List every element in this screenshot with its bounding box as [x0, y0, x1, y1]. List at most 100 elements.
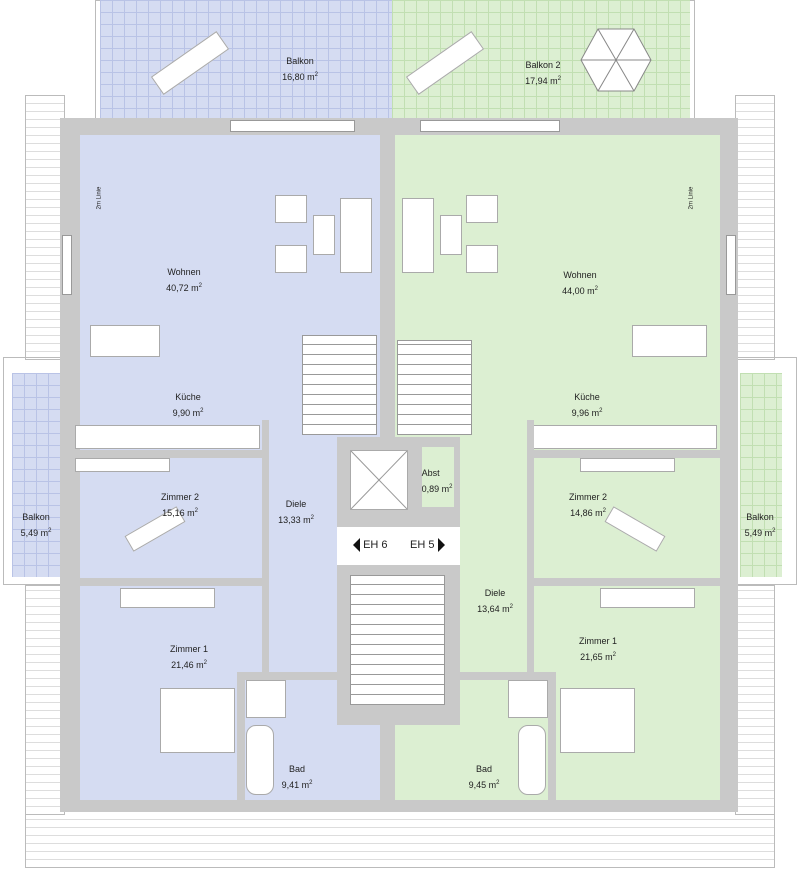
room-area: 17,94 m2 [525, 72, 561, 88]
room-area: 13,64 m2 [477, 600, 513, 616]
area-value: 40,72 m [166, 283, 199, 293]
room-area: 13,33 m2 [278, 511, 314, 527]
room-name: Diele [484, 588, 506, 598]
area-unit: 2 [496, 780, 500, 786]
room-name: Bad [475, 764, 493, 774]
bed [560, 688, 635, 753]
bathtub [518, 725, 546, 795]
area-unit: 2 [449, 484, 453, 490]
shower [246, 680, 286, 718]
room-name: Zimmer 2 [161, 492, 199, 502]
entrance-right[interactable]: EH 5 [410, 538, 445, 552]
arrow-left-icon [353, 538, 360, 552]
annotation-2m-line-left: 2m Linie [96, 186, 103, 210]
area-unit: 2 [594, 286, 598, 292]
roof-left-lower [25, 585, 65, 815]
window [62, 235, 72, 295]
room-area: 9,41 m2 [282, 776, 313, 792]
room-area: 40,72 m2 [166, 279, 202, 295]
label-wohnen-right: Wohnen 44,00 m2 [562, 268, 598, 298]
window [726, 235, 736, 295]
room-area: 0,89 m2 [422, 480, 453, 496]
armchair [275, 195, 307, 223]
wall [237, 672, 390, 680]
internal-stair-left [302, 335, 377, 435]
wall [527, 420, 534, 680]
room-name: Zimmer 1 [579, 636, 617, 646]
area-value: 5,49 m [744, 528, 773, 538]
area-unit: 2 [194, 508, 198, 514]
window [420, 120, 560, 132]
room-name: Diele [285, 499, 307, 509]
armchair [275, 245, 307, 273]
area-unit: 2 [599, 408, 603, 414]
wardrobe [580, 458, 675, 472]
area-unit: 2 [200, 408, 204, 414]
entrance-label: EH 6 [363, 538, 388, 551]
wall [530, 578, 720, 586]
roof-right-lower [735, 585, 775, 815]
sofa [340, 198, 372, 273]
label-bad-right: Bad 9,45 m2 [469, 762, 500, 792]
room-name: Wohnen [563, 270, 597, 280]
roof-left [25, 95, 65, 360]
room-name: Wohnen [167, 267, 201, 277]
coffee-table [440, 215, 462, 255]
kitchen-wall-left [75, 450, 265, 458]
area-value: 9,90 m [172, 408, 201, 418]
room-name: Bad [288, 764, 306, 774]
area-value: 17,94 m [525, 76, 558, 86]
wall [262, 420, 269, 680]
area-value: 15,16 m [162, 508, 195, 518]
label-balkon-right: Balkon 5,49 m2 [745, 510, 776, 540]
area-unit: 2 [48, 528, 52, 534]
room-area: 9,45 m2 [469, 776, 500, 792]
area-unit: 2 [314, 72, 318, 78]
room-name: Küche [175, 392, 201, 402]
parasol [580, 28, 652, 92]
wall [75, 578, 265, 586]
area-value: 21,65 m [580, 652, 613, 662]
area-value: 9,45 m [468, 780, 497, 790]
room-name: Balkon [22, 512, 50, 522]
area-unit: 2 [772, 528, 776, 534]
room-name: Küche [574, 392, 600, 402]
annotation-2m-line-right: 2m Linie [688, 186, 695, 210]
shower [508, 680, 548, 718]
party-wall [380, 135, 395, 335]
room-area: 5,49 m2 [745, 524, 776, 540]
room-area: 44,00 m2 [562, 282, 598, 298]
balcony-right [740, 373, 782, 577]
area-value: 5,49 m [20, 528, 49, 538]
room-area: 21,65 m2 [579, 648, 617, 664]
armchair [466, 195, 498, 223]
wall [400, 672, 550, 680]
area-value: 13,64 m [477, 604, 510, 614]
label-bad-left: Bad 9,41 m2 [282, 762, 313, 792]
entrance-left[interactable]: EH 6 [353, 538, 388, 552]
area-unit: 2 [557, 76, 561, 82]
wardrobe [75, 458, 170, 472]
room-area: 14,86 m2 [569, 504, 607, 520]
room-name: Balkon [746, 512, 774, 522]
wall [237, 672, 245, 802]
room-area: 9,96 m2 [572, 404, 603, 420]
abst-room [422, 447, 454, 507]
kitchen-counter-right [532, 425, 717, 449]
label-wohnen-left: Wohnen 40,72 m2 [166, 265, 202, 295]
area-unit: 2 [198, 283, 202, 289]
room-name: Zimmer 1 [170, 644, 208, 654]
area-unit: 2 [602, 508, 606, 514]
bed [160, 688, 235, 753]
label-zimmer1-right: Zimmer 1 21,65 m2 [579, 634, 617, 664]
armchair [466, 245, 498, 273]
balcony-top-right [392, 0, 690, 118]
label-kueche-left: Küche 9,90 m2 [173, 390, 204, 420]
wardrobe [600, 588, 695, 608]
roof-bottom [25, 810, 775, 868]
area-value: 13,33 m [278, 515, 311, 525]
room-area: 9,90 m2 [173, 404, 204, 420]
room-name: Zimmer 2 [569, 492, 607, 502]
